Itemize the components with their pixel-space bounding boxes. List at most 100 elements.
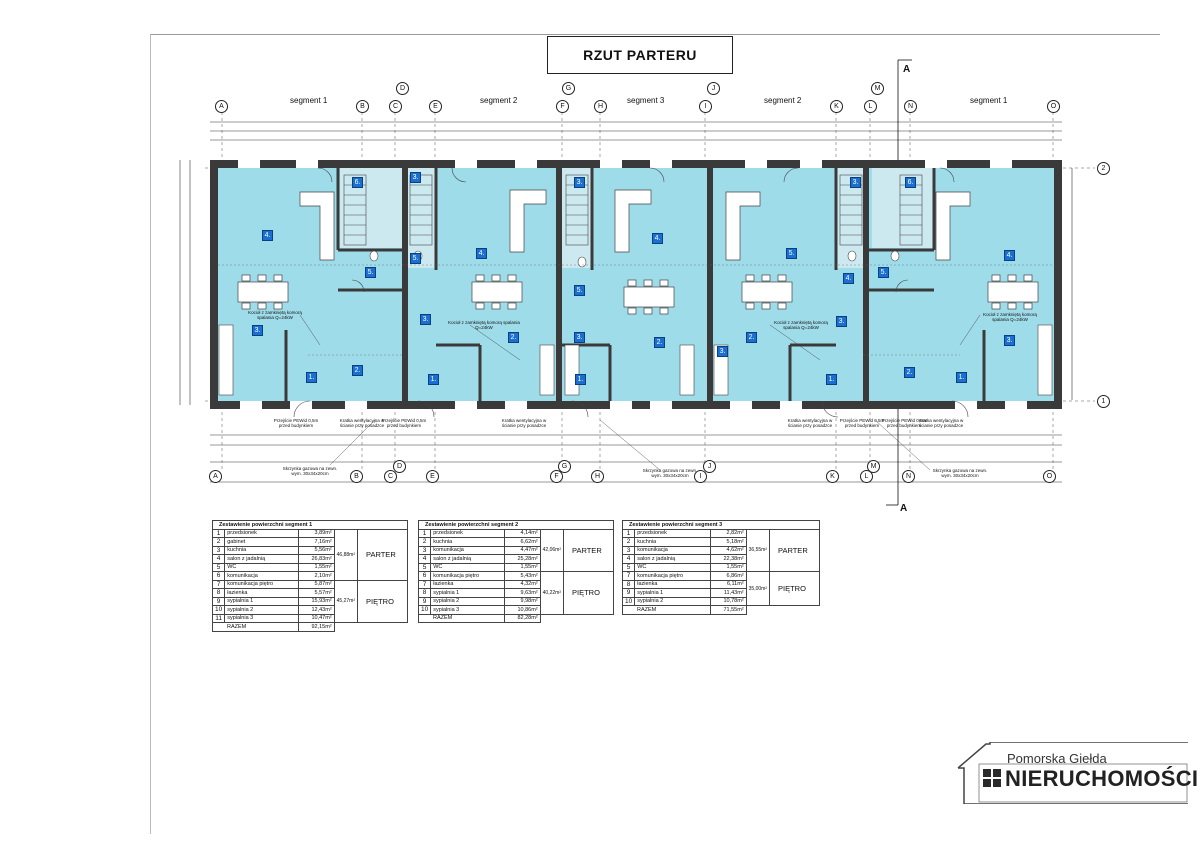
table-header: Zestawienie powierzchni segment 3 [622,520,820,530]
level-label: PIĘTRO [563,571,614,615]
room-area: 6,62m² [503,537,541,547]
room-name: kuchnia [634,537,711,547]
room-area: 1,55m² [297,562,335,572]
logo-line2: NIERUCHOMOŚCI [1005,766,1199,791]
axis-1: 1 [1097,395,1110,408]
room-number: 10 [621,596,636,606]
axis-H-bottom: H [591,470,604,483]
room-name: komunikacja [224,571,299,581]
room-number: 5 [621,562,636,572]
note-fresh-air: Przejście PEWid 0,5m przed budynkiem [273,418,319,428]
table-spacer [334,623,407,632]
room-number: 7 [211,579,226,589]
room-name: przedsionek [430,528,505,538]
total-label: RAZEM [212,622,299,632]
room-name: łazienka [224,588,299,598]
room-label: 4. [843,273,854,284]
room-number: 7 [417,579,432,589]
note-boiler: Kocioł z zamkniętą komorą spalania Q=24k… [774,320,828,330]
axis-E-bottom: E [426,470,439,483]
logo-line1: Pomorska Giełda [1007,751,1107,766]
axis-C-bottom: C [384,470,397,483]
axis-A-bottom: A [209,470,222,483]
axis-F-top: F [556,100,569,113]
drawing-title: RZUT PARTERU [547,36,733,74]
room-name: WC [430,562,505,572]
room-name: łazienka [634,579,711,589]
room-name: komunikacja piętro [224,579,299,589]
room-name: kuchnia [430,537,505,547]
room-area: 10,78m² [709,596,747,606]
axis-M-bottom: M [867,460,880,473]
room-number: 4 [621,554,636,564]
note-boiler: Kocioł z zamkniętą komorą spalania Q=24k… [983,312,1037,322]
axis-D-top: D [396,82,409,95]
level-label: PIĘTRO [769,571,820,606]
room-label: 4. [652,233,663,244]
note-fresh-air: Przejście PEWid 0,5m przed budynkiem [839,418,885,428]
axis-B-top: B [356,100,369,113]
room-number: 1 [417,528,432,538]
axis-I-bottom: I [694,470,707,483]
room-area: 5,56m² [297,545,335,555]
room-label: 1. [826,374,837,385]
total-area: 82,28m² [503,613,541,623]
axis-I-top: I [699,100,712,113]
axis-J-bottom: J [703,460,716,473]
note-vent: Kratka wentylacyjna w ścianie przy posad… [339,418,385,428]
level-label: PARTER [357,528,408,581]
room-name: salon z jadalnią [634,554,711,564]
note-gas-box: Skrzynka gazowa na zewn. wym. 30x34x20cm [282,466,338,476]
room-name: gabinet [224,537,299,547]
room-label: 3. [1004,335,1015,346]
room-area: 1,55m² [709,562,747,572]
sheet-border [150,34,1160,834]
room-area: 5,57m² [297,588,335,598]
room-area: 25,28m² [503,554,541,564]
room-area: 11,43m² [709,588,747,598]
room-name: WC [224,562,299,572]
room-name: sypialnia 1 [634,588,711,598]
room-label: 3. [410,172,421,183]
room-name: salon z jadalnią [430,554,505,564]
total-label: RAZEM [418,613,505,623]
axis-M-top: M [871,82,884,95]
total-area: 71,55m² [709,605,747,615]
room-area: 5,18m² [709,537,747,547]
note-vent: Kratka wentylacyjna w ścianie przy posad… [501,418,547,428]
room-area: 15,93m² [297,596,335,606]
room-number: 4 [211,554,226,564]
axis-O-top: O [1047,100,1060,113]
axis-A-top: A [215,100,228,113]
room-name: przedsionek [634,528,711,538]
room-name: komunikacja piętro [430,571,505,581]
segment-label: segment 2 [480,96,518,105]
axis-H-top: H [594,100,607,113]
room-area: 4,47m² [503,545,541,555]
room-label: 3. [574,177,585,188]
room-area: 6,86m² [709,571,747,581]
level-total: 40,22m² [539,571,565,615]
room-name: sypialnia 1 [224,596,299,606]
room-number: 10 [211,605,226,615]
room-name: przedsionek [224,528,299,538]
room-number: 2 [211,537,226,547]
room-label: 5. [786,248,797,259]
room-area: 9,98m² [503,596,541,606]
room-number: 9 [417,596,432,606]
section-mark-bottom: A [900,503,908,514]
room-area: 6,11m² [709,579,747,589]
room-label: 3. [574,332,585,343]
room-area: 9,63m² [503,588,541,598]
room-label: 2. [654,337,665,348]
note-vent: Kratka wentylacyjna w ścianie przy posad… [787,418,833,428]
